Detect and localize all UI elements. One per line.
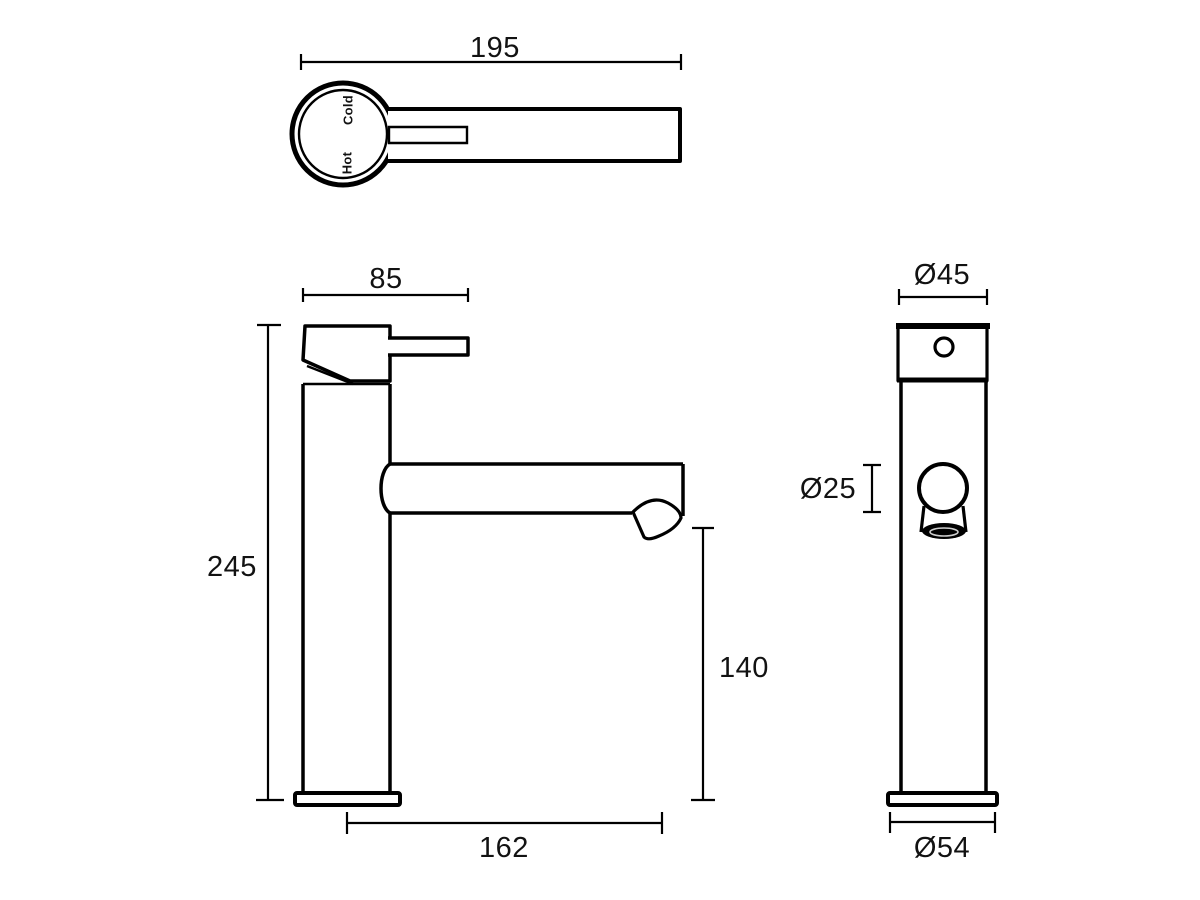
base-flange-side xyxy=(886,791,999,807)
front-view: 85 245 xyxy=(207,263,769,864)
base-flange xyxy=(293,791,402,807)
dim-spout-reach: 162 xyxy=(345,812,664,864)
dim-overall-length-label: 195 xyxy=(470,32,520,64)
handle-cap xyxy=(301,324,392,383)
dim-top-diameter-label: Ø45 xyxy=(914,259,970,291)
spout-front-circle xyxy=(917,462,969,514)
spout-root-curve xyxy=(379,462,392,515)
handle-hot-label: Hot xyxy=(340,151,355,174)
dim-spout-height: 140 xyxy=(691,526,769,802)
cap-pin-hole xyxy=(933,336,955,358)
handle-cap-joint-line xyxy=(306,364,354,386)
lever-arm xyxy=(388,107,682,163)
dim-overall-length: 195 xyxy=(299,32,683,70)
dim-base-diameter: Ø54 xyxy=(888,812,997,864)
dim-spout-diameter: Ø25 xyxy=(800,463,881,514)
lever-side xyxy=(388,336,470,357)
dim-total-height: 245 xyxy=(207,323,284,802)
handle-inner-circle xyxy=(297,88,389,180)
dim-spout-diameter-label: Ø25 xyxy=(800,473,856,505)
spout-neck-left xyxy=(919,505,926,533)
spout-neck-right xyxy=(961,505,968,533)
aerator-opening-inner xyxy=(929,527,959,537)
dim-spout-height-label: 140 xyxy=(719,652,769,684)
dim-base-diameter-label: Ø54 xyxy=(914,832,970,864)
dim-handle-width-label: 85 xyxy=(369,263,402,295)
handle-cold-label: Cold xyxy=(341,95,356,125)
top-view: 195 Cold Hot xyxy=(289,32,683,188)
dim-top-diameter: Ø45 xyxy=(897,259,989,305)
dim-spout-reach-label: 162 xyxy=(479,832,529,864)
spout-aerator-tip xyxy=(631,498,683,541)
dim-handle-width: 85 xyxy=(301,263,470,302)
dim-total-height-label: 245 xyxy=(207,551,257,583)
lever-slot xyxy=(387,125,469,145)
side-view: Ø45 Ø25 xyxy=(800,259,999,864)
